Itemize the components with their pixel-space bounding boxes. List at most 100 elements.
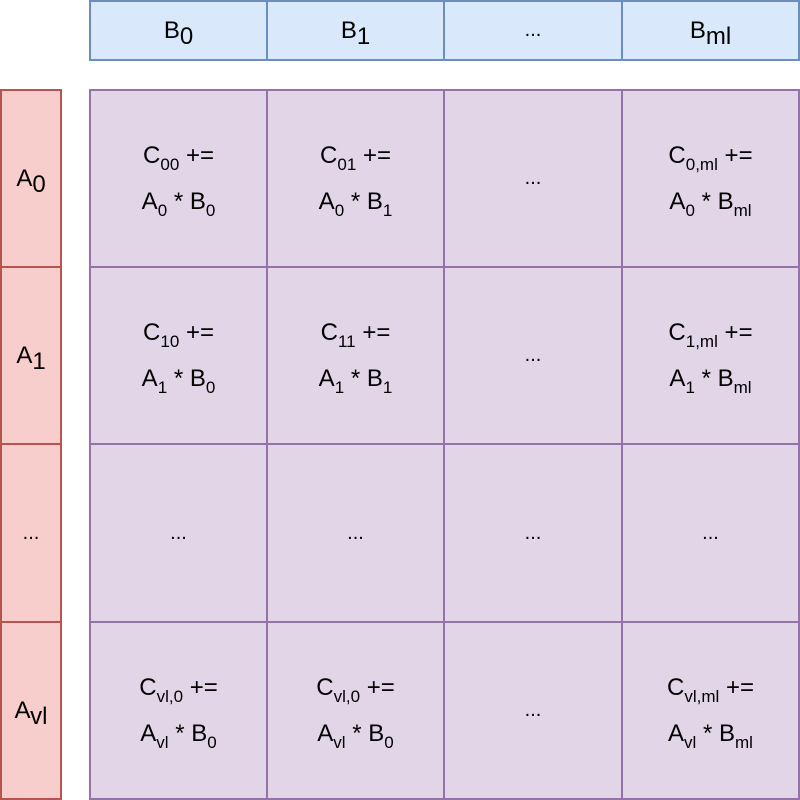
b-letter: B [689, 16, 706, 44]
b-header-cell-1: B1 [266, 0, 445, 61]
a-times-b-line: A0 * Bml [668, 179, 752, 225]
c-formula: Cvl,0 +=Avl * B0 [316, 665, 395, 757]
b-letter: B [340, 16, 357, 44]
c-accumulate-line: C00 += [142, 133, 216, 179]
multiply-operator: * [702, 719, 713, 747]
a-times-b-line: Avl * B0 [139, 711, 218, 757]
a-letter: A [318, 187, 335, 215]
ellipsis: ... [524, 167, 542, 189]
a-subscript: 0 [685, 200, 695, 220]
a-subscript: 1 [334, 377, 345, 397]
c-cell-1-2: ... [443, 266, 623, 445]
b-letter: B [191, 719, 208, 747]
a-times-b-line: Avl * Bml [667, 711, 754, 757]
a-times-b-line: A1 * B0 [142, 356, 216, 402]
a-subscript: 1 [685, 377, 695, 397]
a-subscript: 0 [157, 200, 168, 220]
c-cell-3-0: Cvl,0 +=Avl * B0 [89, 621, 268, 800]
a-subscript: vl [156, 732, 169, 752]
c-formula: C0,ml += A0 * Bml [668, 133, 752, 225]
b-subscript: 0 [179, 22, 194, 50]
a-letter: A [318, 364, 335, 392]
c-cell-0-2: ... [443, 89, 623, 268]
c-cell-0-1: C01 +=A0 * B1 [266, 89, 445, 268]
b-subscript: 1 [356, 22, 371, 50]
b-letter: B [717, 187, 734, 215]
b-letter: B [366, 364, 383, 392]
c-formula: C1,ml +=A1 * Bml [668, 310, 752, 402]
c-accumulate-line: C11 += [319, 310, 393, 356]
plus-equals-operator: += [724, 318, 753, 346]
c-cell-3-1: Cvl,0 +=Avl * B0 [266, 621, 445, 800]
c-letter: C [139, 673, 157, 701]
c-cell-0-3: C0,ml += A0 * Bml [621, 89, 800, 268]
c-letter: C [667, 673, 685, 701]
b-letter: B [366, 187, 383, 215]
c-formula: C00 +=A0 * B0 [142, 133, 216, 225]
b-letter: B [189, 187, 206, 215]
plus-equals-operator: += [189, 673, 218, 701]
c-formula: C01 +=A0 * B1 [319, 133, 393, 225]
plus-equals-operator: += [724, 141, 753, 169]
c-cell-1-1: C11 +=A1 * B1 [266, 266, 445, 445]
b-letter: B [368, 719, 385, 747]
c-cell-2-3: ... [621, 443, 800, 623]
c-cell-3-2: ... [443, 621, 623, 800]
a-letter: A [317, 719, 334, 747]
c-cell-2-2: ... [443, 443, 623, 623]
b-subscript: 0 [205, 377, 216, 397]
plus-equals-operator: += [185, 141, 214, 169]
c-subscript: 10 [160, 331, 180, 351]
c-cell-0-0: C00 +=A0 * B0 [89, 89, 268, 268]
c-accumulate-line: Cvl,0 += [139, 665, 218, 711]
ellipsis: ... [702, 521, 719, 544]
b-letter: B [163, 16, 180, 44]
b-header-cell-2: ... [443, 0, 623, 61]
c-subscript: vl,ml [684, 686, 720, 706]
c-accumulate-line: C10 += [142, 310, 216, 356]
a-subscript: vl [333, 732, 346, 752]
a-letter: A [669, 187, 686, 215]
a-subscript: vl [30, 702, 48, 730]
a-subscript: 1 [157, 377, 168, 397]
multiply-operator: * [701, 364, 711, 392]
b-subscript: 1 [382, 200, 393, 220]
c-letter: C [668, 141, 686, 169]
b-header-cell-0: B0 [89, 0, 268, 61]
a-header-label: A0 [16, 165, 45, 197]
c-subscript: vl,0 [333, 686, 361, 706]
plus-equals-operator: += [725, 673, 754, 701]
b-subscript: ml [735, 732, 753, 752]
ellipsis: ... [524, 521, 542, 544]
multiply-operator: * [701, 187, 711, 215]
c-accumulate-line: Cvl,0 += [316, 665, 395, 711]
b-subscript: 0 [207, 732, 217, 752]
multiply-operator: * [175, 719, 185, 747]
c-cell-3-3: Cvl,ml += Avl * Bml [621, 621, 800, 800]
b-letter: B [719, 719, 736, 747]
a-letter: A [141, 187, 158, 215]
c-subscript: 0,ml [685, 154, 718, 174]
c-formula: C11 +=A1 * B1 [319, 310, 393, 402]
ellipsis: ... [170, 521, 187, 544]
multiply-operator: * [350, 187, 361, 215]
c-formula: Cvl,0 +=Avl * B0 [139, 665, 218, 757]
a-header-label: A1 [16, 342, 45, 374]
b-header-label: B1 [340, 16, 370, 49]
a-header-label: Avl [14, 696, 48, 729]
a-subscript: 0 [32, 170, 46, 198]
a-times-b-line: A0 * B0 [142, 179, 216, 225]
c-cell-2-1: ... [266, 443, 445, 623]
a-subscript: vl [684, 732, 697, 752]
c-cell-1-0: C10 +=A1 * B0 [89, 266, 268, 445]
a-header-label: ... [23, 522, 40, 545]
a-letter: A [668, 719, 685, 747]
a-letter: A [14, 696, 31, 724]
a-times-b-line: A0 * B1 [319, 179, 393, 225]
b-letter: B [717, 364, 734, 392]
multiply-operator: * [173, 364, 184, 392]
c-formula: C10 +=A1 * B0 [142, 310, 216, 402]
a-times-b-line: A1 * B1 [319, 356, 393, 402]
a-letter: A [141, 364, 158, 392]
ellipsis: ... [347, 521, 364, 544]
